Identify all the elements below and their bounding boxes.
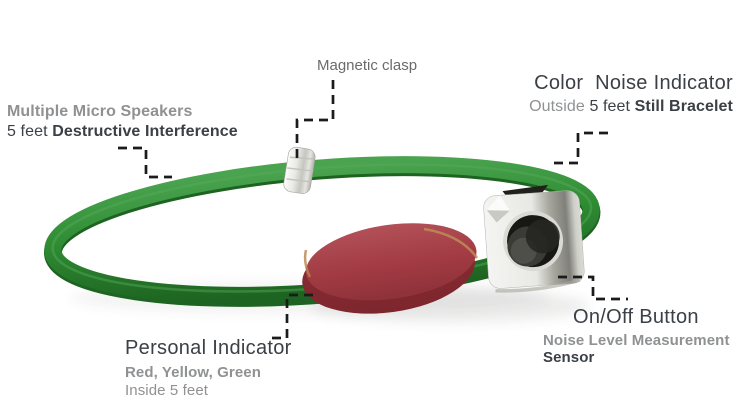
sensor-line2: Sensor bbox=[543, 349, 595, 367]
magnetic-clasp-3d bbox=[283, 146, 316, 194]
speakers-sub-bold: Destructive Interference bbox=[52, 122, 238, 140]
label-color-noise-indicator: Color Noise Indicator Outside 5 feet Sti… bbox=[529, 72, 733, 117]
connector-onoff bbox=[558, 275, 628, 301]
label-noise-sensor: Noise Level Measurement Sensor bbox=[543, 332, 730, 367]
label-micro-speakers: Multiple Micro Speakers 5 feet Destructi… bbox=[7, 103, 238, 141]
personal-indicator-3d bbox=[302, 223, 479, 314]
connector-personal bbox=[271, 293, 313, 340]
color-noise-sub-mid: 5 feet bbox=[589, 98, 635, 116]
sensor-line1: Noise Level Measurement bbox=[543, 332, 730, 349]
sensor-hole bbox=[503, 211, 564, 272]
color-noise-sub-prefix: Outside bbox=[529, 98, 590, 116]
noise-module-3d bbox=[483, 184, 585, 293]
color-noise-title: Color Noise Indicator bbox=[534, 72, 733, 94]
label-onoff-button: On/Off Button bbox=[573, 306, 699, 328]
speakers-sub-prefix: 5 feet bbox=[7, 122, 53, 140]
personal-line2: Red, Yellow, Green bbox=[125, 364, 262, 382]
personal-line3: Inside 5 feet bbox=[125, 381, 209, 399]
color-noise-subtitle: Outside 5 feet Still Bracelet bbox=[529, 98, 733, 117]
speakers-subtitle: 5 feet Destructive Interference bbox=[7, 123, 238, 142]
color-noise-sub-bold: Still Bracelet bbox=[634, 98, 733, 116]
connector-magnetic-clasp bbox=[295, 80, 335, 161]
connector-color-noise bbox=[548, 131, 608, 165]
label-magnetic-clasp: Magnetic clasp bbox=[317, 57, 418, 74]
connector-speakers bbox=[118, 146, 172, 179]
personal-title: Personal Indicator bbox=[125, 337, 292, 359]
speakers-title: Multiple Micro Speakers bbox=[7, 103, 193, 120]
label-personal-indicator: Personal Indicator Red, Yellow, Green In… bbox=[125, 337, 292, 400]
